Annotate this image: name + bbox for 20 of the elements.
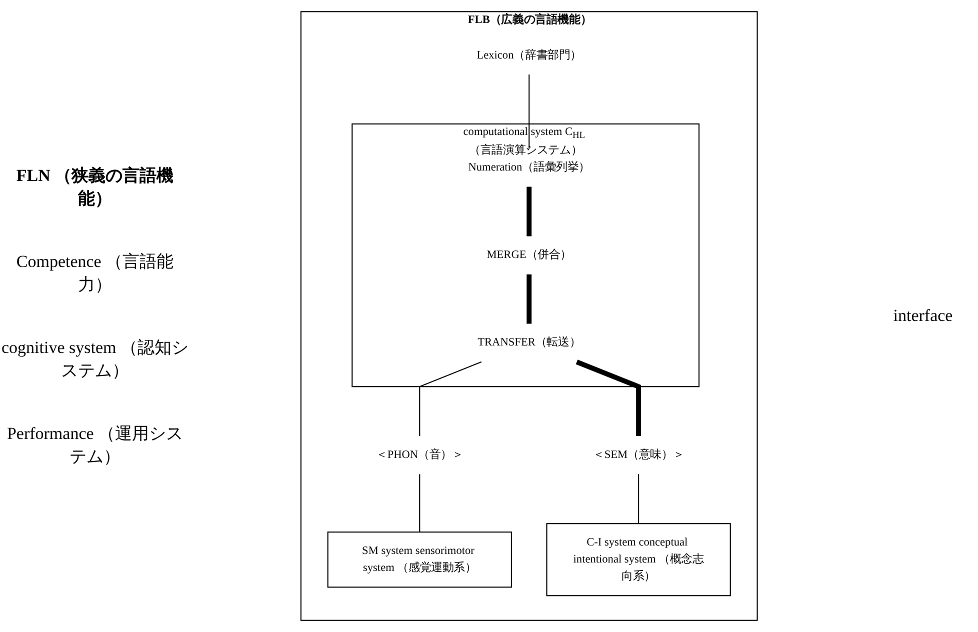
node-text: ＜SEM（意味）＞	[592, 448, 684, 461]
node-text: Numeration（語彙列挙）	[468, 161, 590, 174]
node-text: MERGE（併合）	[486, 248, 572, 261]
connector	[526, 186, 532, 236]
connector	[638, 474, 639, 524]
node-text: TRANSFER（転送）	[478, 336, 580, 348]
node-box: SM system sensorimotor system （感覚運動系）	[327, 532, 512, 588]
connector	[419, 361, 482, 436]
node-text: Lexicon（辞書部門）	[476, 49, 582, 62]
connector	[576, 360, 641, 436]
side-label: Performance （運用システム）	[6, 423, 184, 468]
connector	[526, 274, 532, 324]
side-label: FLN （狭義の言語機能）	[15, 165, 175, 210]
connector	[528, 74, 530, 149]
side-label: cognitive system （認知システム）	[0, 337, 190, 382]
node-box: C-I system conceptual intentional system （概念志向系）	[546, 523, 731, 596]
connector	[419, 474, 420, 532]
side-label: Competence （言語能力）	[15, 251, 175, 296]
node-text: ＜PHON（音）＞	[376, 448, 464, 461]
side-label: interface	[892, 306, 954, 326]
